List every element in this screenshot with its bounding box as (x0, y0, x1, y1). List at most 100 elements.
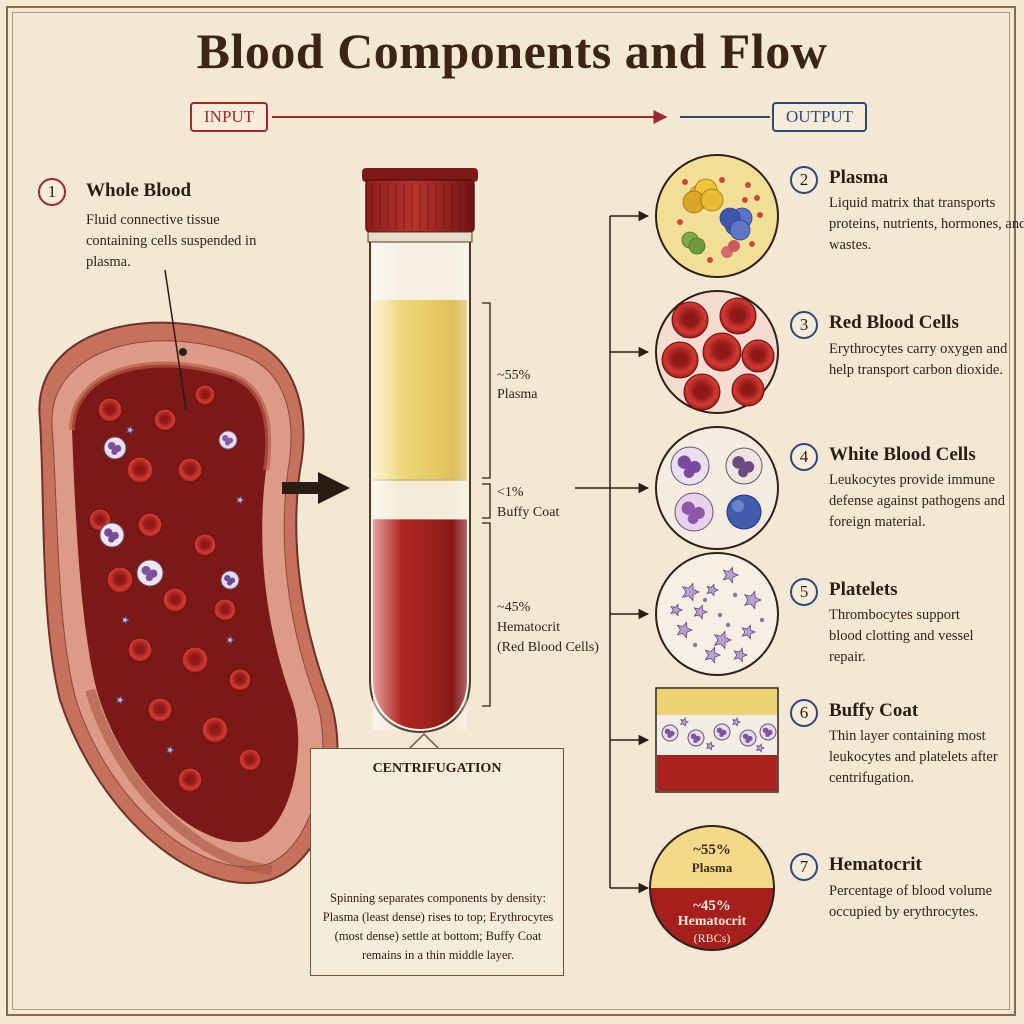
hematocrit-bottom-pct: ~45% (693, 898, 731, 914)
platelet (681, 582, 701, 602)
vessel-rbc (238, 748, 262, 772)
vessel-rbc (194, 384, 216, 406)
item-number-6: 6 (790, 699, 818, 727)
vessel-wbc (220, 570, 240, 590)
item-number-1: 1 (38, 178, 66, 206)
tube-hematocrit-label: Hematocrit (497, 620, 560, 635)
vessel-wbc (103, 436, 127, 460)
platelet (743, 590, 763, 610)
platelet (670, 603, 684, 617)
vessel-rbc (137, 512, 163, 538)
vessel-rbc (228, 668, 252, 692)
buffy-platelet (705, 741, 715, 751)
vessel-rbc (201, 716, 229, 744)
hematocrit-circle-bottom: ~45% Hematocrit (RBCs) (650, 898, 774, 946)
item-heading-hematocrit: Hematocrit (829, 854, 922, 875)
item-heading-plasma: Plasma (829, 167, 889, 188)
vessel-wbc (136, 559, 164, 587)
centrifugation-text: Spinning separates components by density… (322, 891, 554, 962)
item-number-7: 7 (790, 853, 818, 881)
hematocrit-bottom-sub: (RBCs) (693, 931, 731, 945)
buffy-coat-panel (655, 687, 779, 793)
vessel-platelet (165, 745, 175, 755)
vessel-rbc (181, 646, 209, 674)
item-desc-wbc: Leukocytes provide immune defense agains… (829, 472, 1005, 530)
wbc-monocyte (674, 492, 714, 532)
platelet (733, 647, 749, 663)
buffy-wbc (687, 729, 705, 747)
rbc-circle-cell (683, 373, 721, 411)
blood-vessel-illustration (38, 321, 339, 885)
tube-hematocrit-sub: (Red Blood Cells) (497, 640, 599, 655)
platelet (706, 583, 720, 597)
rbc-circle-cell (731, 373, 765, 407)
item-heading-wbc: White Blood Cells (829, 444, 976, 465)
input-label: INPUT (190, 102, 269, 132)
buffy-platelet (731, 717, 741, 727)
platelet-circle-art (655, 552, 779, 676)
vessel-rbc (177, 767, 203, 793)
vessel-platelet (120, 615, 130, 625)
tube-plasma-label: Plasma (497, 387, 538, 402)
rbc-circle-art (655, 290, 779, 414)
platelet (713, 630, 733, 650)
item-desc-hematocrit: Percentage of blood volume occupied by e… (829, 883, 993, 920)
platelet (704, 646, 722, 664)
vessel-rbc (147, 697, 173, 723)
item-desc-buffy-coat: Thin layer containing most leukocytes an… (829, 728, 998, 786)
vessel-rbc (162, 587, 188, 613)
rbc-circle-cell (661, 341, 699, 379)
vessel-rbc (106, 566, 134, 594)
centrifugation-box: CENTRIFUGATION Spinning separates compon… (310, 748, 564, 976)
hematocrit-circle-top: ~55% Plasma (650, 842, 774, 876)
item-heading-buffy-coat: Buffy Coat (829, 700, 919, 721)
buffy-wbc (713, 723, 731, 741)
vessel-platelet (225, 635, 235, 645)
item-number-5: 5 (790, 578, 818, 606)
vessel-rbc (97, 397, 123, 423)
item-desc-plasma: Liquid matrix that transports proteins, … (829, 195, 1024, 253)
wbc-lymphocyte (726, 494, 762, 530)
item-desc-rbc: Erythrocytes carry oxygen and help trans… (829, 341, 1008, 378)
item-number-2: 2 (790, 166, 818, 194)
vessel-wbc (218, 430, 238, 450)
page-title: Blood Components and Flow (196, 23, 828, 79)
platelet (693, 604, 709, 620)
item-desc-platelets: Thrombocytes support blood clotting and … (829, 607, 974, 665)
hematocrit-top-pct: ~55% (693, 842, 731, 858)
vessel-platelet (115, 695, 125, 705)
buffy-wbc (759, 723, 777, 741)
output-label: OUTPUT (772, 102, 868, 132)
rbc-circle-cell (671, 301, 709, 339)
buffy-platelet (755, 743, 765, 753)
item-number-3: 3 (790, 311, 818, 339)
plasma-circle-art (655, 154, 779, 278)
wbc-eosinophil (725, 447, 763, 485)
centrifugation-title: CENTRIFUGATION (372, 761, 502, 776)
buffy-platelet (679, 717, 689, 727)
output-branch-arrows (575, 210, 650, 894)
tube-buffy-label: Buffy Coat (497, 505, 560, 520)
vessel-platelet (235, 495, 245, 505)
rbc-circle-cell (702, 332, 742, 372)
tube-buffy-pct: <1% (497, 485, 524, 500)
item-heading-platelets: Platelets (829, 579, 898, 600)
vessel-rbc (213, 598, 237, 622)
item-heading-rbc: Red Blood Cells (829, 312, 959, 333)
hematocrit-top-label: Plasma (691, 860, 733, 875)
tube-hematocrit-pct: ~45% (497, 600, 531, 615)
item-number-4: 4 (790, 443, 818, 471)
platelet (722, 566, 740, 584)
vessel-rbc (193, 533, 217, 557)
item-desc-whole-blood: Fluid connective tissue containing cells… (86, 212, 257, 270)
buffy-wbc (661, 724, 679, 742)
vessel-rbc (126, 456, 154, 484)
platelet (676, 621, 694, 639)
vessel-rbc (127, 637, 153, 663)
vessel-rbc (153, 408, 177, 432)
centrifuged-tube (362, 168, 491, 734)
inner-frame (12, 12, 1010, 1010)
rbc-circle-cell (719, 297, 757, 335)
hematocrit-bottom-label: Hematocrit (677, 914, 747, 929)
